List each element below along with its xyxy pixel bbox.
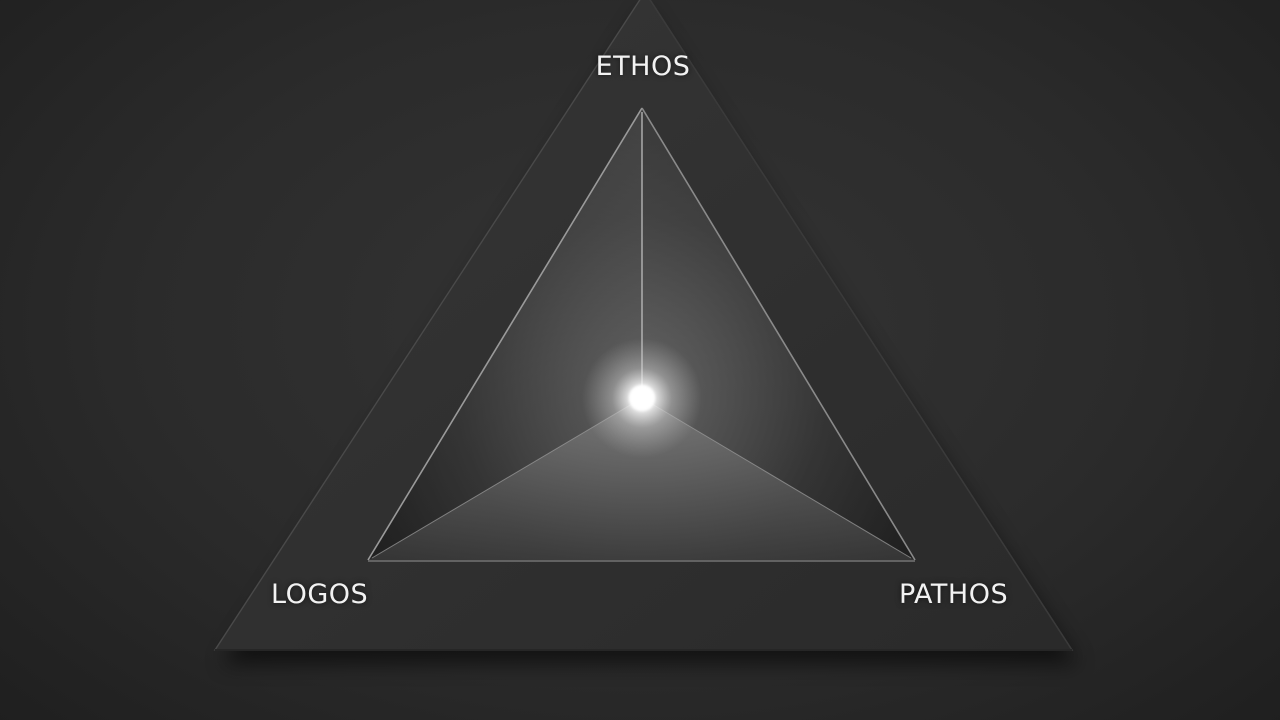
frame-left-edge xyxy=(214,0,641,651)
frame-right-edge xyxy=(649,0,1073,651)
label-logos: LOGOS xyxy=(271,579,369,610)
bottom-facet xyxy=(368,398,915,560)
center-light-core xyxy=(633,389,651,407)
label-ethos: ETHOS xyxy=(595,51,691,82)
label-pathos: PATHOS xyxy=(899,579,1009,610)
inner-left-rim xyxy=(367,107,643,561)
inner-right-rim xyxy=(641,107,916,561)
